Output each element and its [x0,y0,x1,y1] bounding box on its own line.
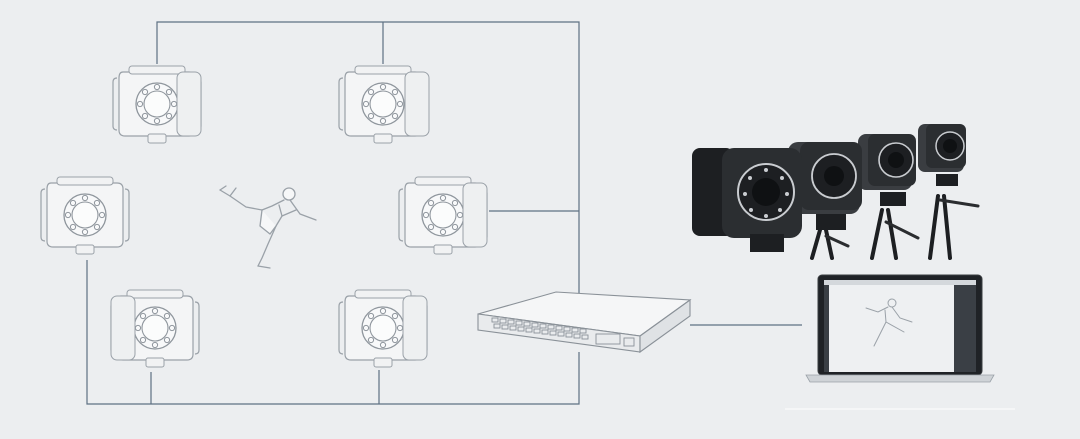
mocap-camera-icon [40,176,130,255]
camera-2 [338,65,430,144]
tripod-cameras-photo [690,120,980,260]
top-wire [156,21,580,293]
motion-capture-performer-icon [219,185,317,269]
camera-3 [40,176,130,255]
camera-6 [338,289,428,368]
laptop-icon [805,274,995,383]
camera-4 [398,176,488,255]
bottom-wire [86,260,580,405]
network-wiring [86,21,802,405]
camera-5 [110,289,200,368]
network-switch-icon [477,291,692,354]
camera-1 [112,65,202,144]
floor-reflection [785,408,1015,410]
